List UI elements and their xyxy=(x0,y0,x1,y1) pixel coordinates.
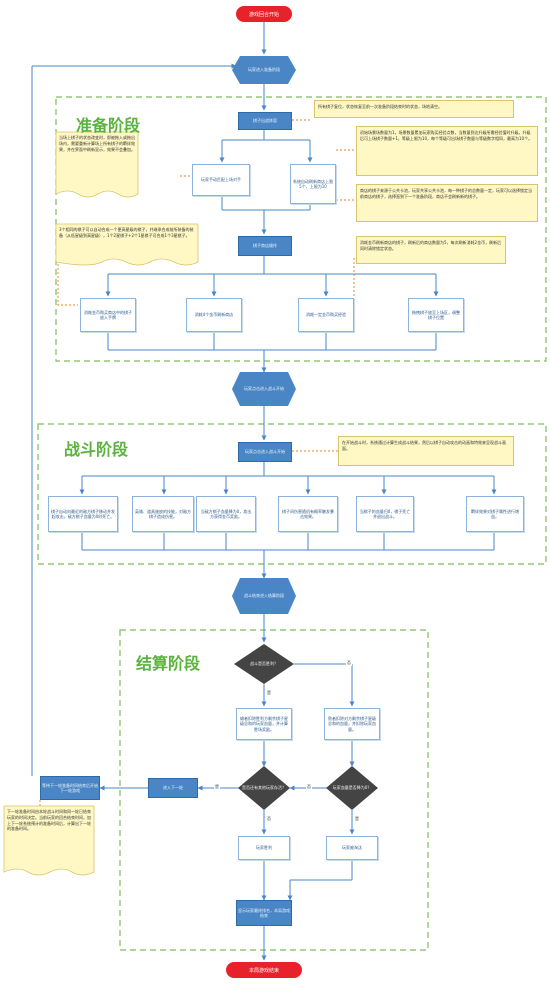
decision-win-text: 战斗是否胜利？ xyxy=(250,661,278,667)
decision-left-shape xyxy=(238,766,290,810)
note-level: 初始场景场数量为1，场景数量累加玩家购买经验点数，当数量到达升级所需经验值时升级… xyxy=(356,126,538,176)
note-left2-bg xyxy=(55,223,199,266)
battle-opt-synergy: 羁绊效果对棋子属性进行增益。 xyxy=(466,496,524,532)
hex-settle-shape xyxy=(232,578,296,614)
note-left1: 当场上棋子的状态改变时，即被拖入或拖出场内，需要重新计算场上所有棋子的羁绊效果，… xyxy=(59,135,135,152)
note-left1-bg xyxy=(55,131,139,198)
start-node: 游戏回合开始 xyxy=(236,6,292,22)
battle-calc-node: 玩家点击进入战斗开始 xyxy=(238,442,292,462)
battle-opt-move: 棋子自动向最近的敌方棋子移动并发起攻击，敌方棋子血量为0时死亡。 xyxy=(48,496,118,532)
final-rank-node: 显示玩家最终排名，本局游戏结束 xyxy=(236,900,292,926)
battle-opt-crit: 棋子间伤害随机有概率触发暴击效果。 xyxy=(278,496,338,532)
champion-node: 玩家胜利 xyxy=(238,836,290,860)
note-bottom: 下一轮准备时间由本轮战斗时间和同一轮已结束玩家的时间决定。当前玩家的回合结束时间… xyxy=(7,809,91,832)
label-yes-win: 是 xyxy=(266,690,272,696)
settle-stage-label: 结算阶段 xyxy=(136,654,201,673)
buy-exp-node: 消耗一定金币购买经验 xyxy=(298,298,354,332)
win-branch-node: 输者扣除胜利方剩余棋子星级总和的玩家血量，并计算胜场奖励。 xyxy=(236,708,292,740)
hex-prep-text: 玩家进入准备阶段 xyxy=(248,67,280,73)
label-yes-right: 是 xyxy=(354,816,360,822)
note-reset: 所有棋子复位，状态恢复至前一次准备阶段结束时的状态，场地清空。 xyxy=(314,100,514,118)
shop-op-node: 棋子商店操作 xyxy=(238,236,292,256)
battle-stage-label: 战斗阶段 xyxy=(64,440,129,459)
label-no-win: 否 xyxy=(346,660,352,666)
decision-left-text: 是否还有其他玩家存活？ xyxy=(242,785,286,791)
settle-stage-box xyxy=(119,629,429,951)
buy-chess-node: 消耗金币购买商店中的棋子放入手牌 xyxy=(80,298,136,332)
eliminated-node: 玩家被淘汰 xyxy=(326,836,378,860)
decision-win-shape xyxy=(234,644,294,684)
end-node: 本局游戏结束 xyxy=(226,962,302,978)
note-left2: 3个相同的棋子可以自动合成一个更高星级的棋子，并继承合成前所装备的装备（从低星级… xyxy=(59,227,194,238)
refresh-shop-node: 消耗4个金币刷新商店 xyxy=(186,298,242,332)
battle-opt-death: 当棋子的血量归0，棋子死亡并退出战斗。 xyxy=(356,496,414,532)
battle-stage-box xyxy=(37,423,547,565)
note-bottom-bg xyxy=(3,805,95,876)
hex-settle-text: 战斗结束进入结算阶段 xyxy=(244,593,284,599)
reset-board-node: 棋子出战阵容 xyxy=(238,112,292,130)
auto-refresh-node: 系统自动刷新商店上限5个，上限为10 xyxy=(290,164,336,204)
note-refresh: 消耗金币刷新商店的棋子，刷新后的商店数量为5，每次刷新消耗2金币，刷新后同时清除… xyxy=(356,236,506,264)
prep-stage-label: 准备阶段 xyxy=(76,116,141,135)
note-shop: 商店的棋子来源于公共卡池，玩家共享公共卡池，每一种棋子的总数量一定，玩家可以选择… xyxy=(356,184,538,222)
decision-right-shape xyxy=(326,766,378,810)
manual-match-node: 玩家手动匹配上场对手 xyxy=(192,164,250,196)
decision-right-text: 玩家血量是否降为0？ xyxy=(332,785,372,791)
battle-opt-skill: 英雄、道具施放的技能，对敌方棋子造成伤害。 xyxy=(132,496,194,532)
battle-opt-gold: 当敌方棋子血量降为0，攻击方获得金币奖励。 xyxy=(196,496,256,532)
left-return-node: 等待下一轮准备时间结束后开始下一轮游戏 xyxy=(40,776,100,800)
hex-battle-shape xyxy=(232,372,296,406)
next-round-node: 进入下一轮 xyxy=(148,778,198,798)
hex-prep-shape xyxy=(232,56,296,84)
label-yes-left: 是 xyxy=(214,784,220,790)
label-no-right: 否 xyxy=(306,784,312,790)
drag-chess-node: 拖拽棋子放至上场区，调整棋子位置 xyxy=(408,298,464,332)
note-battle: 在开始战斗时，系统通过计算生成战斗结果，然后以棋子自动攻击的动画和特效来呈现战斗… xyxy=(338,436,514,466)
hex-battle-text: 玩家点击进入战斗开始 xyxy=(244,386,284,392)
lose-branch-node: 败者扣除对方剩余棋子星级总和的血量，并扣除玩家血量。 xyxy=(324,708,380,740)
label-no-left: 否 xyxy=(266,816,272,822)
